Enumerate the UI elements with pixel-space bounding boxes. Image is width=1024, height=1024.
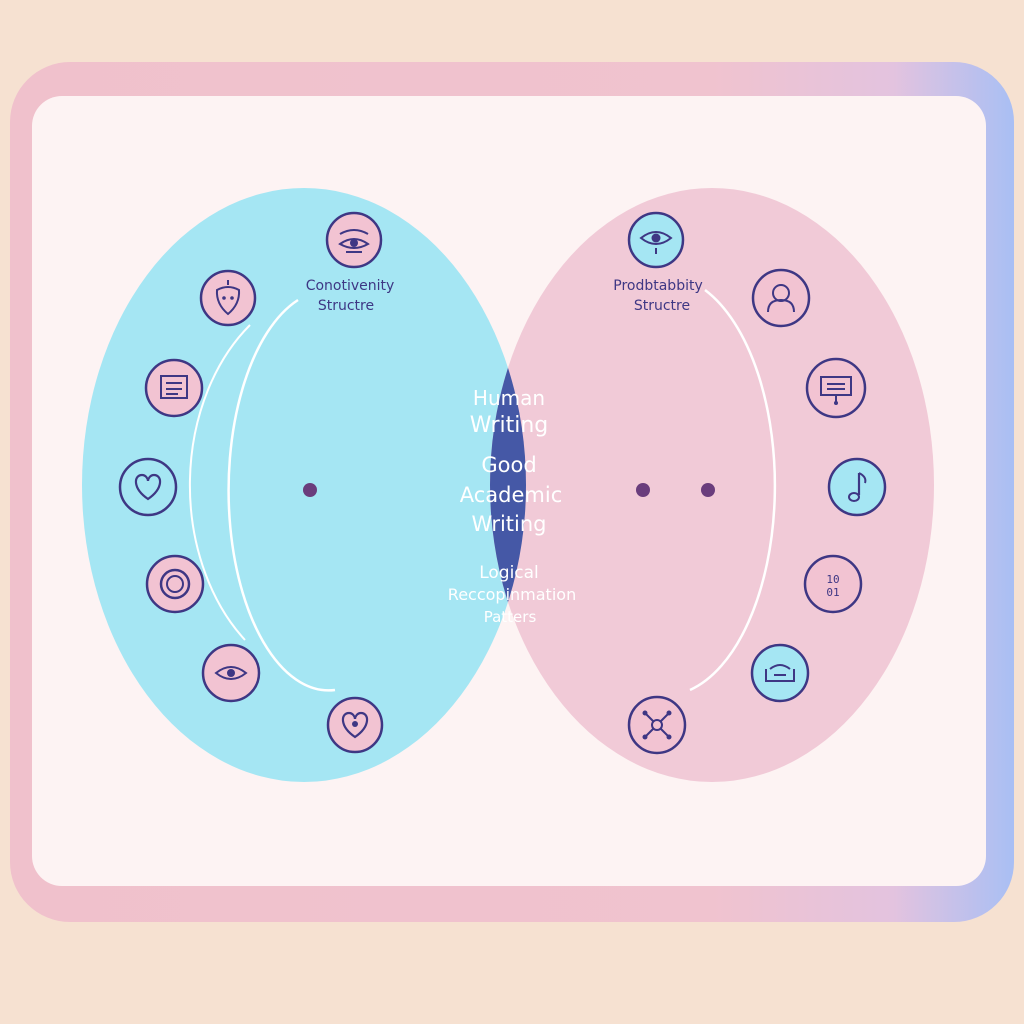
heart-icon <box>118 457 178 517</box>
person-icon <box>751 268 811 328</box>
overlap-right-dot <box>636 483 650 497</box>
eye-icon <box>627 211 685 269</box>
overlap-text-writing-2: Writing <box>472 512 547 536</box>
left-inner-arc-top <box>188 324 251 641</box>
overlap-left-dot <box>369 483 383 497</box>
right-inner-arc <box>689 289 777 692</box>
eye-hat-icon <box>325 211 383 269</box>
svg-text:01: 01 <box>826 586 839 599</box>
document-icon <box>144 358 204 418</box>
overlap-text-writing: Writing <box>470 413 549 438</box>
ring-icon <box>145 554 205 614</box>
left-center-dot <box>303 483 317 497</box>
left-inner-arc <box>227 298 336 692</box>
heart-icon <box>326 696 384 754</box>
network-node-icon <box>627 695 687 755</box>
left-set-label-line2: Structre <box>318 298 374 314</box>
overlap-text-good: Good <box>481 453 536 477</box>
eye-icon <box>201 643 261 703</box>
presentation-board-icon <box>805 357 867 419</box>
right-set-label-line1: Prodbtabbity <box>613 278 703 294</box>
strawberry-face-icon <box>199 269 257 327</box>
music-note-icon <box>827 457 887 517</box>
overlap-text-recognition: Reccopinmation <box>448 585 576 604</box>
binary-code-icon: 10 01 <box>803 554 863 614</box>
overlap-text-logical: Logical <box>479 563 539 583</box>
overlap-text-human: Human <box>473 386 545 410</box>
left-set-label-line1: Conotivenity <box>306 278 395 294</box>
face-icon <box>750 643 810 703</box>
svg-text:10: 10 <box>826 573 839 586</box>
left-set-circle <box>82 188 526 782</box>
overlap-text-academic: Academic <box>460 483 563 507</box>
right-center-dot <box>701 483 715 497</box>
right-set-label-line2: Structre <box>634 298 690 314</box>
overlap-text-patterns: Patters <box>484 608 537 626</box>
